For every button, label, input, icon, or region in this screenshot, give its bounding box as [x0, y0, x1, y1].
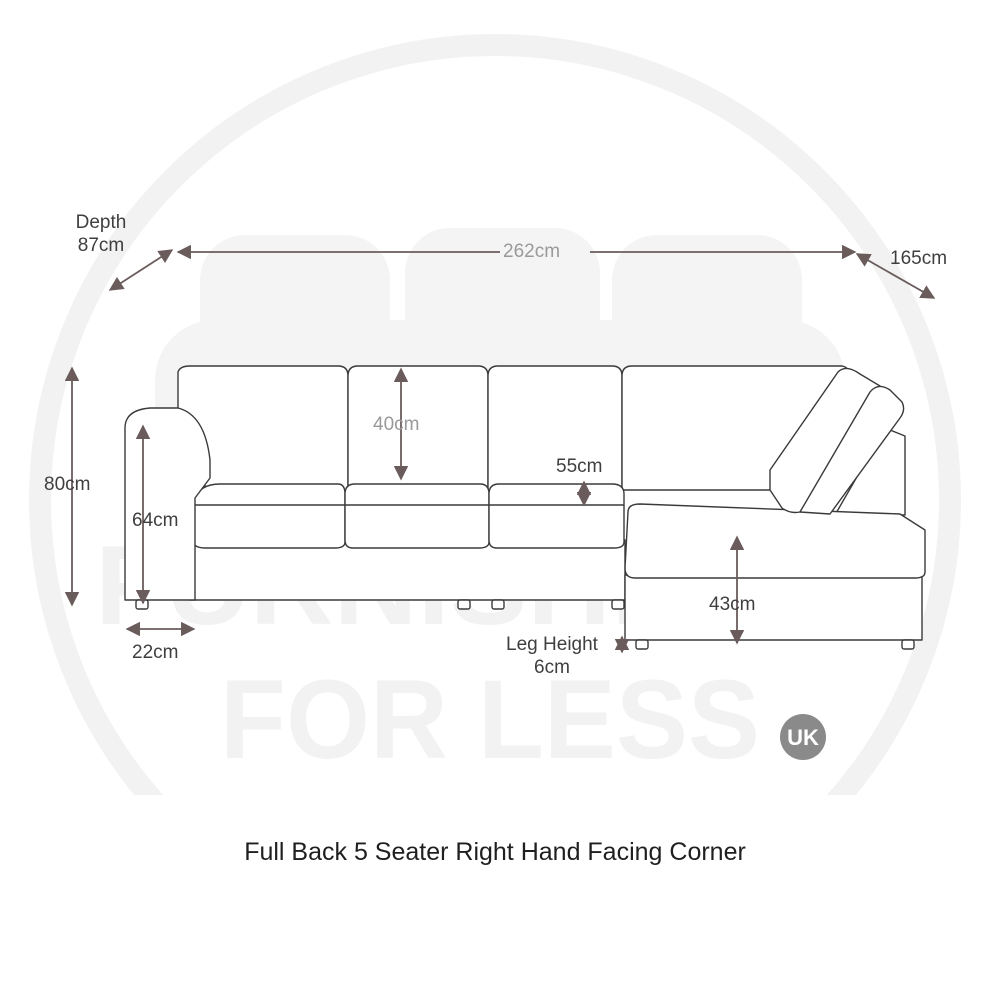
watermark-line2: FOR LESS [220, 657, 760, 782]
seat-cushion-3 [488, 483, 625, 549]
leg [457, 599, 471, 610]
seat-height-label: 64cm [132, 510, 179, 531]
uk-badge-text: UK [787, 725, 819, 750]
leg [611, 599, 625, 610]
depth-arrow [108, 249, 174, 291]
leg-height-value: 6cm [534, 656, 570, 678]
chaise-base [624, 574, 923, 641]
arm-width-label: 22cm [132, 642, 179, 663]
height-label: 80cm [44, 474, 91, 495]
chaise-arm [834, 427, 906, 516]
depth-label: Depth 87cm [66, 212, 136, 258]
corner-length-label: 165cm [890, 248, 948, 269]
leg [901, 639, 915, 650]
leg-height-title: Leg Height [506, 634, 598, 655]
width-label: 262cm [503, 241, 561, 262]
back-cushion-label: 40cm [373, 414, 420, 435]
depth-label-title: Depth [75, 212, 127, 233]
uk-badge [780, 714, 826, 760]
depth-label-value: 87cm [77, 234, 125, 256]
leg-height-label: Leg Height 6cm [490, 634, 614, 680]
leg [135, 599, 149, 610]
seat-depth-label: 55cm [556, 456, 603, 477]
chaise-height-label: 43cm [709, 594, 756, 615]
leg [635, 639, 649, 650]
seat-cushion-1 [191, 483, 346, 549]
chaise-seat [624, 503, 926, 579]
seat-cushion-2 [344, 483, 490, 549]
sofa-base [189, 539, 626, 601]
product-caption: Full Back 5 Seater Right Hand Facing Cor… [244, 838, 746, 866]
corner-arrow [855, 253, 936, 299]
corner-cushion-front [799, 385, 905, 515]
dimension-arrows [64, 244, 936, 654]
leg [491, 599, 505, 610]
